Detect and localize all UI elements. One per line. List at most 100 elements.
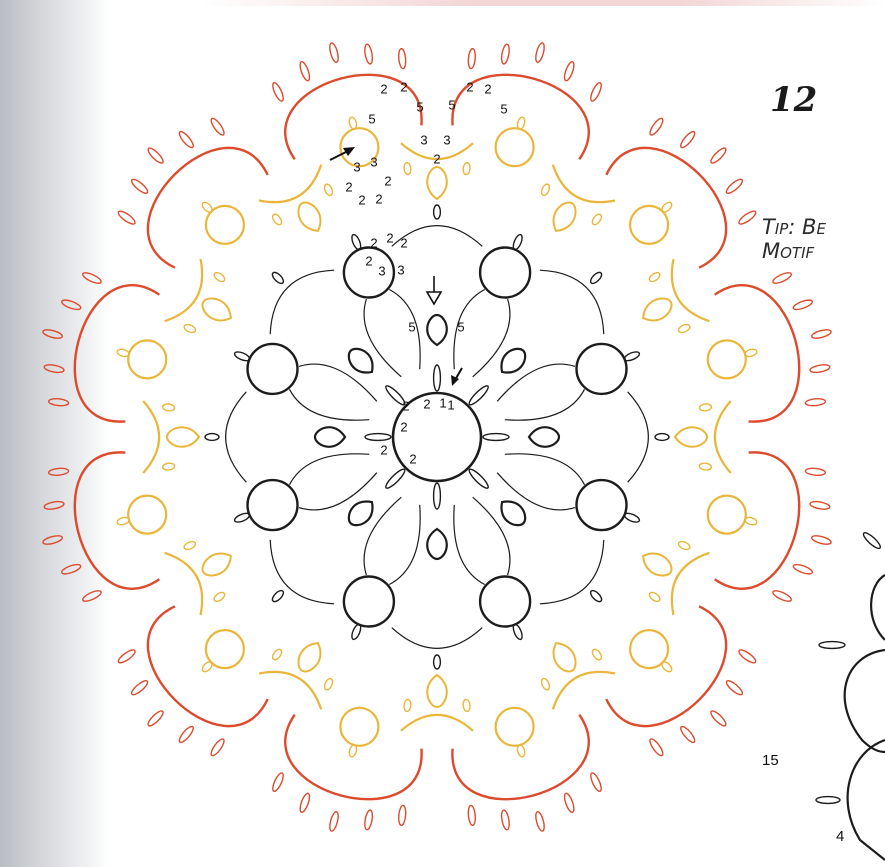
label-top-right-2b: 2 [484, 81, 491, 96]
middle-picot [516, 744, 526, 757]
label-center-ring-1b: 1 [447, 397, 454, 412]
outer-picot [811, 328, 832, 340]
side-label-4: 4 [836, 828, 844, 845]
inner-chain [299, 364, 377, 401]
outer-picot [363, 809, 373, 830]
middle-chain-picot [183, 323, 197, 334]
middle-ring [340, 708, 378, 746]
side-picot [816, 797, 840, 804]
outer-black-picot [271, 589, 286, 604]
label-inner-ring-2c: 2 [400, 235, 407, 250]
inner-ring-picot [350, 233, 362, 250]
middle-chain-picot [540, 677, 551, 691]
label-center-chain-5b: 5 [457, 319, 464, 334]
outer-picot [589, 772, 604, 793]
middle-teardrop [298, 643, 320, 671]
outer-picot [648, 737, 665, 757]
middle-chain-picot [183, 540, 197, 551]
label-center-ring-1a: 1 [439, 395, 446, 410]
inner-large-ring [577, 480, 627, 530]
inner-large-ring [248, 480, 298, 530]
inner-teardrop [529, 427, 559, 447]
outer-picot [209, 117, 226, 137]
middle-chain-picot [648, 271, 662, 284]
middle-picot [744, 516, 757, 526]
middle-chain-picot [403, 699, 411, 712]
outer-picot [81, 271, 102, 286]
label-center-ring-2c: 2 [400, 419, 407, 434]
outer-picot [725, 679, 745, 697]
outer-picot [809, 500, 830, 510]
middle-chain-picot [699, 403, 712, 411]
middle-ring [708, 340, 746, 378]
outer-picot [130, 679, 150, 697]
inner-round [205, 205, 669, 669]
outer-picot [811, 534, 832, 546]
middle-chain-picot [648, 591, 662, 604]
middle-picot [116, 516, 129, 526]
outer-picot [563, 792, 576, 813]
middle-chain-picot [463, 162, 471, 175]
outer-picot [81, 589, 102, 604]
label-inner-ring-2b: 2 [386, 230, 393, 245]
outer-picot [42, 534, 63, 546]
middle-chain [259, 672, 321, 710]
outer-picot [48, 398, 69, 407]
inner-ring-picot [623, 350, 640, 362]
middle-chain-picot [463, 699, 471, 712]
inner-teardrop [315, 427, 345, 447]
middle-chain-picot [323, 677, 334, 691]
outer-picot [589, 81, 604, 102]
inner-chain [389, 505, 420, 585]
middle-round [116, 116, 757, 757]
middle-chain-picot [403, 162, 411, 175]
outer-black-chain [628, 392, 649, 482]
outer-picot [500, 809, 510, 830]
label-left-ring-2a: 2 [384, 173, 391, 188]
middle-picot [348, 744, 358, 757]
inner-chain [473, 299, 510, 377]
outer-scallop [148, 148, 268, 268]
outer-scallop [148, 606, 268, 726]
inner-large-ring [577, 344, 627, 394]
outer-picot [117, 648, 137, 665]
outer-black-chain [226, 392, 247, 482]
label-inner-ring-3b: 3 [397, 262, 404, 277]
middle-teardrop [554, 202, 576, 230]
side-ring [845, 650, 885, 752]
middle-chain-picot [213, 271, 227, 284]
center-picot [434, 483, 441, 509]
stitch-labels: 2 2 5 5 5 2 2 5 3 3 2 3 3 2 2 2 2 2 2 2 … [345, 79, 507, 466]
inner-large-ring [248, 344, 298, 394]
inner-chain [299, 473, 377, 510]
outer-black-chain [270, 540, 334, 604]
outer-picot [146, 146, 165, 165]
outer-picot [709, 709, 728, 728]
center-picot [483, 434, 509, 441]
middle-chain-picot [271, 213, 284, 227]
middle-chain-picot [323, 183, 334, 197]
outer-picot [679, 130, 697, 150]
outer-picot [737, 209, 757, 226]
outer-picot [805, 467, 826, 476]
outer-picot [209, 737, 226, 757]
label-top-left-5b: 5 [416, 99, 423, 114]
label-top-right-2a: 2 [466, 79, 473, 94]
outer-picot [298, 792, 311, 813]
label-left-ring-2b: 2 [345, 179, 352, 194]
inner-ring-picot [623, 511, 640, 523]
middle-picot [201, 660, 214, 673]
outer-picot [177, 725, 195, 745]
middle-chain-picot [677, 540, 691, 551]
outer-picot [792, 563, 813, 576]
outer-picot [398, 48, 407, 69]
label-small-ring-3a: 3 [420, 132, 427, 147]
page-number: 12 [770, 80, 817, 120]
inner-ring-picot [233, 350, 250, 362]
outer-picot [679, 725, 697, 745]
middle-ring [496, 128, 534, 166]
label-top-left-5a: 5 [368, 111, 375, 126]
label-left-ring-3a: 3 [353, 159, 360, 174]
middle-chain-picot [213, 591, 227, 604]
outer-black-picot [205, 434, 219, 441]
